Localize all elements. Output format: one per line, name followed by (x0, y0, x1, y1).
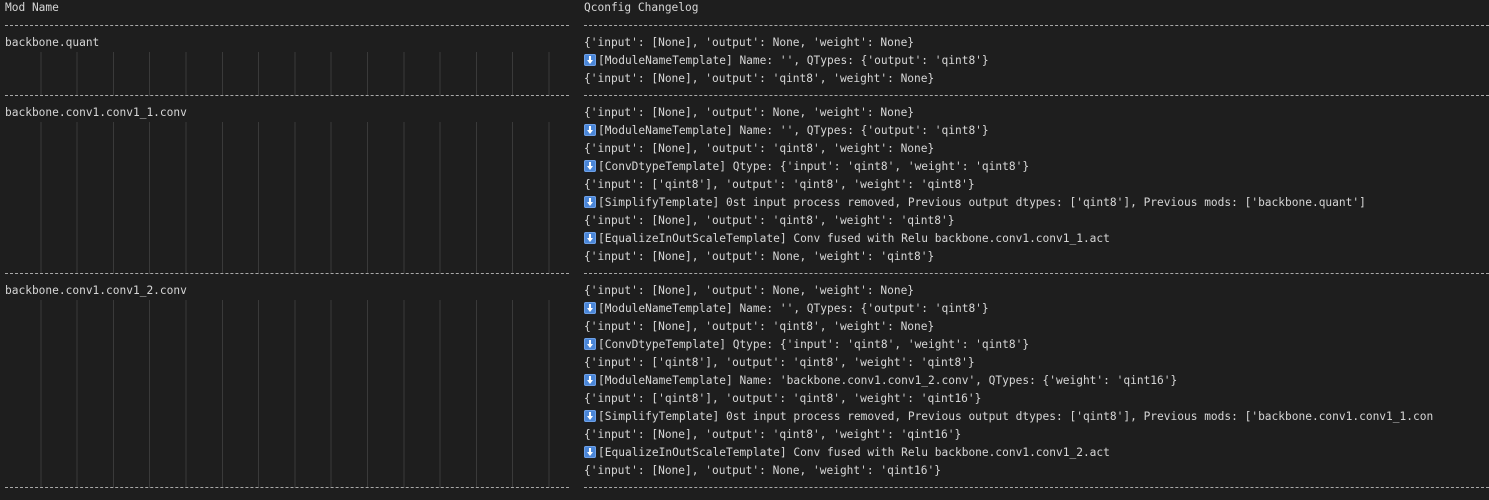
down-arrow-icon (584, 160, 596, 172)
changelog-step: [SimplifyTemplate] 0st input process rem… (584, 194, 1366, 212)
changelog-text: {'input': ['qint8'], 'output': 'qint8', … (584, 356, 975, 369)
changelog-step: [ModuleNameTemplate] Name: 'backbone.con… (584, 372, 1177, 390)
changelog-step: [EqualizeInOutScaleTemplate] Conv fused … (584, 230, 1110, 248)
indent-guides (0, 300, 570, 488)
separator-rule (5, 487, 569, 488)
separator-rule (584, 487, 1489, 488)
changelog-state: {'input': [None], 'output': None, 'weigh… (584, 282, 914, 300)
changelog-text: [ModuleNameTemplate] Name: 'backbone.con… (598, 374, 1178, 387)
changelog-state: {'input': [None], 'output': None, 'weigh… (584, 34, 914, 52)
changelog-state: {'input': [None], 'output': None, 'weigh… (584, 248, 934, 266)
changelog-state: {'input': [None], 'output': 'qint8', 'we… (584, 426, 961, 444)
module-name: backbone.conv1.conv1_2.conv (5, 284, 187, 297)
changelog-header: Qconfig Changelog (584, 1, 699, 14)
changelog-step: [EqualizeInOutScaleTemplate] Conv fused … (584, 444, 1110, 462)
changelog-text: [SimplifyTemplate] 0st input process rem… (598, 196, 1366, 209)
separator-rule (584, 25, 1489, 26)
changelog-state: {'input': [None], 'output': 'qint8', 'we… (584, 70, 934, 88)
changelog-text: [SimplifyTemplate] 0st input process rem… (598, 410, 1434, 423)
separator-rule (5, 95, 569, 96)
down-arrow-icon (584, 196, 596, 208)
down-arrow-icon (584, 446, 596, 458)
changelog-text: {'input': [None], 'output': 'qint8', 'we… (584, 142, 935, 155)
down-arrow-icon (584, 374, 596, 386)
separator-rule (5, 273, 569, 274)
changelog-step: [ConvDtypeTemplate] Qtype: {'input': 'qi… (584, 158, 1029, 176)
changelog-state: {'input': [None], 'output': None, 'weigh… (584, 104, 914, 122)
module-name: backbone.conv1.conv1_1.conv (5, 106, 187, 119)
changelog-step: [ModuleNameTemplate] Name: '', QTypes: {… (584, 122, 989, 140)
changelog-step: [ModuleNameTemplate] Name: '', QTypes: {… (584, 300, 989, 318)
changelog-text: [ModuleNameTemplate] Name: '', QTypes: {… (598, 302, 989, 315)
down-arrow-icon (584, 338, 596, 350)
down-arrow-icon (584, 302, 596, 314)
changelog-text: {'input': [None], 'output': None, 'weigh… (584, 106, 915, 119)
changelog-text: [ModuleNameTemplate] Name: '', QTypes: {… (598, 124, 989, 137)
changelog-text: {'input': ['qint8'], 'output': 'qint8', … (584, 178, 975, 191)
changelog-text: {'input': [None], 'output': None, 'weigh… (584, 464, 941, 477)
separator-rule (5, 25, 569, 26)
changelog-step: [ModuleNameTemplate] Name: '', QTypes: {… (584, 52, 989, 70)
module-name: backbone.quant (5, 36, 100, 49)
separator-rule (584, 95, 1489, 96)
changelog-state: {'input': [None], 'output': 'qint8', 'we… (584, 318, 934, 336)
changelog-state: {'input': ['qint8'], 'output': 'qint8', … (584, 390, 981, 408)
down-arrow-icon (584, 54, 596, 66)
changelog-state: {'input': ['qint8'], 'output': 'qint8', … (584, 176, 975, 194)
changelog-state: {'input': [None], 'output': 'qint8', 'we… (584, 140, 934, 158)
changelog-text: [ConvDtypeTemplate] Qtype: {'input': 'qi… (598, 338, 1030, 351)
changelog-text: {'input': [None], 'output': 'qint8', 'we… (584, 72, 935, 85)
down-arrow-icon (584, 232, 596, 244)
down-arrow-icon (584, 410, 596, 422)
changelog-step: [ConvDtypeTemplate] Qtype: {'input': 'qi… (584, 336, 1029, 354)
changelog-state: {'input': [None], 'output': None, 'weigh… (584, 462, 941, 480)
changelog-text: [EqualizeInOutScaleTemplate] Conv fused … (598, 446, 1110, 459)
separator-rule (584, 273, 1489, 274)
changelog-text: {'input': [None], 'output': 'qint8', 'we… (584, 320, 935, 333)
changelog-text: [ConvDtypeTemplate] Qtype: {'input': 'qi… (598, 160, 1030, 173)
changelog-state: {'input': ['qint8'], 'output': 'qint8', … (584, 354, 975, 372)
indent-guides (0, 52, 570, 96)
indent-guides (0, 122, 570, 274)
changelog-text: {'input': ['qint8'], 'output': 'qint8', … (584, 392, 982, 405)
changelog-text: [ModuleNameTemplate] Name: '', QTypes: {… (598, 54, 989, 67)
changelog-text: {'input': [None], 'output': None, 'weigh… (584, 250, 935, 263)
down-arrow-icon (584, 124, 596, 136)
changelog-text: {'input': [None], 'output': None, 'weigh… (584, 284, 915, 297)
changelog-text: [EqualizeInOutScaleTemplate] Conv fused … (598, 232, 1110, 245)
mod-name-header: Mod Name (5, 1, 59, 14)
changelog-text: {'input': [None], 'output': 'qint8', 'we… (584, 428, 962, 441)
changelog-step: [SimplifyTemplate] 0st input process rem… (584, 408, 1433, 426)
changelog-text: {'input': [None], 'output': None, 'weigh… (584, 36, 915, 49)
changelog-text: {'input': [None], 'output': 'qint8', 'we… (584, 214, 955, 227)
changelog-state: {'input': [None], 'output': 'qint8', 'we… (584, 212, 954, 230)
